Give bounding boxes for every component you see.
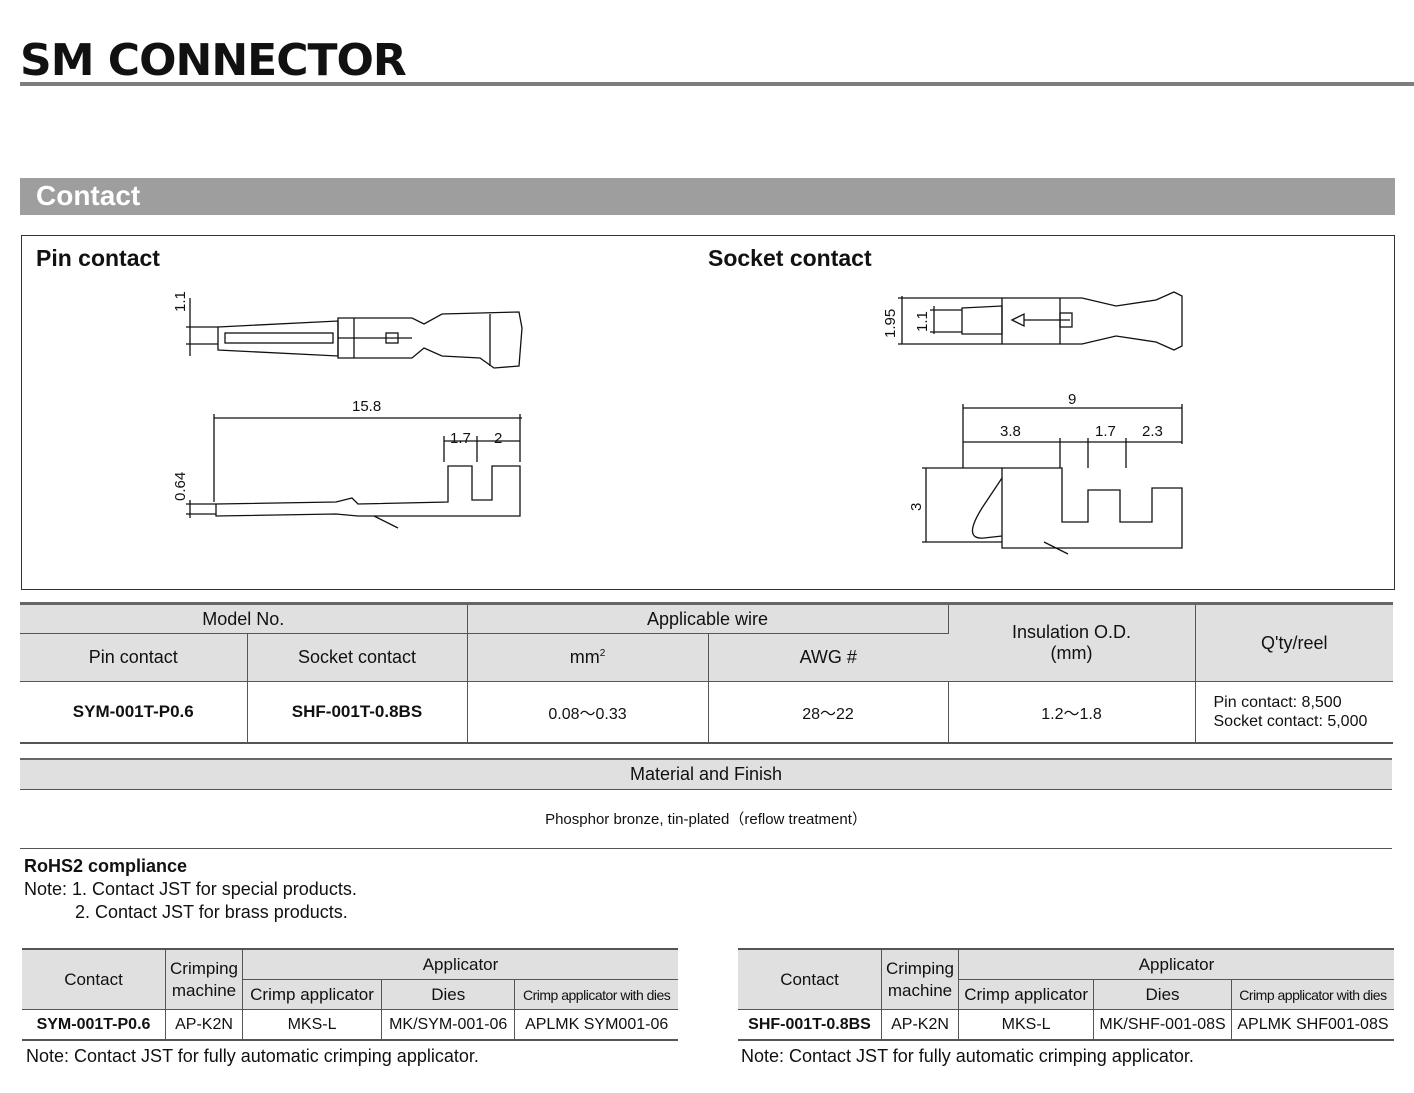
note-1: Note: 1. Contact JST for special product… bbox=[24, 879, 357, 899]
crimping-label: Crimping bbox=[886, 958, 955, 978]
dies-header: Dies bbox=[1093, 979, 1232, 1010]
contact-cell: SHF-001T-0.8BS bbox=[738, 1009, 882, 1041]
material-rule bbox=[20, 848, 1392, 849]
applicator-table-pin: Contact Crimping machine Applicator Crim… bbox=[22, 948, 678, 1041]
applicable-wire-header: Applicable wire bbox=[467, 602, 949, 634]
material-heading: Material and Finish bbox=[20, 758, 1392, 790]
qty-reel-header: Q'ty/reel bbox=[1195, 602, 1393, 682]
awg-cell: 28～22 bbox=[708, 681, 949, 744]
mm2-label: mm bbox=[569, 647, 600, 667]
crimping-machine-header: Crimping machine bbox=[881, 948, 960, 1010]
table-row: SHF-001T-0.8BS AP-K2N MKS-L MK/SHF-001-0… bbox=[738, 1009, 1394, 1041]
awg-header: AWG # bbox=[708, 633, 948, 682]
table-row: SYM-001T-P0.6 SHF-001T-0.8BS 0.08～0.33 2… bbox=[20, 681, 1393, 744]
pin-contact-header: Pin contact bbox=[20, 633, 248, 682]
socket-model-cell: SHF-001T-0.8BS bbox=[247, 681, 468, 744]
section-header: Contact bbox=[20, 178, 1395, 215]
drawing-panel: Pin contact Socket contact bbox=[21, 235, 1395, 590]
insulation-header: Insulation O.D. (mm) bbox=[948, 602, 1196, 682]
contact-header: Contact bbox=[738, 948, 882, 1010]
qty-pin: Pin contact: 8,500 bbox=[1213, 694, 1342, 711]
crimping-label: Crimping bbox=[170, 958, 239, 978]
note-2: 2. Contact JST for brass products. bbox=[75, 902, 348, 922]
material-text: Phosphor bronze, tin-plated（reflow treat… bbox=[545, 811, 867, 828]
applicator-header: Applicator bbox=[242, 948, 678, 980]
mm2-superscript: 2 bbox=[599, 648, 606, 659]
socket-dim-2: 1.1 bbox=[914, 311, 931, 332]
pin-contact-dimensions: 1.1 15.8 1.7 2 0.64 bbox=[172, 291, 502, 501]
insulation-unit: (mm) bbox=[1050, 643, 1093, 663]
dies-header: Dies bbox=[381, 979, 516, 1010]
insulation-label: Insulation O.D. bbox=[1011, 622, 1132, 642]
with-dies-cell: APLMK SYM001-06 bbox=[514, 1009, 678, 1041]
pin-dim-1: 1.1 bbox=[172, 291, 189, 312]
socket-contact-drawing bbox=[898, 291, 1183, 555]
machine-cell: AP-K2N bbox=[165, 1009, 244, 1041]
socket-contact-header: Socket contact bbox=[247, 633, 468, 682]
notes: RoHS2 compliance Note: 1. Contact JST fo… bbox=[24, 855, 357, 924]
socket-dim-3: 9 bbox=[1068, 391, 1076, 408]
applicator-cell: MKS-L bbox=[958, 1009, 1095, 1041]
socket-contact-dimensions: 1.95 1.1 9 3.8 1.7 2.3 3 bbox=[882, 309, 1163, 511]
insulation-cell: 1.2～1.8 bbox=[948, 681, 1196, 744]
rohs-compliance: RoHS2 compliance bbox=[24, 856, 188, 876]
contact-cell: SYM-001T-P0.6 bbox=[22, 1009, 166, 1041]
contact-header: Contact bbox=[22, 948, 166, 1010]
socket-contact-label: Socket contact bbox=[708, 245, 872, 271]
crimp-applicator-header: Crimp applicator bbox=[242, 979, 383, 1010]
applicator-with-dies-header: Crimp applicator with dies bbox=[1231, 979, 1394, 1010]
mm2-header: mm2 bbox=[467, 633, 709, 682]
with-dies-cell: APLMK SHF001-08S bbox=[1231, 1009, 1394, 1041]
crimping-machine-header: Crimping machine bbox=[165, 948, 244, 1010]
socket-dim-7: 3 bbox=[908, 503, 925, 511]
table-row: SYM-001T-P0.6 AP-K2N MKS-L MK/SYM-001-06… bbox=[22, 1009, 678, 1041]
socket-dim-4: 3.8 bbox=[1000, 423, 1021, 440]
crimp-applicator-header: Crimp applicator bbox=[958, 979, 1095, 1010]
dies-cell: MK/SYM-001-06 bbox=[381, 1009, 516, 1041]
contact-drawings: 1.1 15.8 1.7 2 0.64 bbox=[172, 291, 1183, 555]
applicator-table-socket: Contact Crimping machine Applicator Crim… bbox=[738, 948, 1394, 1041]
mm2-cell: 0.08～0.33 bbox=[467, 681, 709, 744]
pin-contact-drawing bbox=[186, 298, 523, 529]
pin-contact-label: Pin contact bbox=[36, 245, 160, 271]
dies-cell: MK/SHF-001-08S bbox=[1093, 1009, 1232, 1041]
spec-table: Model No. Applicable wire Insulation O.D… bbox=[20, 602, 1393, 744]
socket-dim-6: 2.3 bbox=[1142, 423, 1163, 440]
applicator-cell: MKS-L bbox=[242, 1009, 383, 1041]
machine-label: machine bbox=[887, 980, 953, 1000]
socket-dim-1: 1.95 bbox=[882, 309, 899, 338]
socket-dim-5: 1.7 bbox=[1095, 423, 1116, 440]
title-rule bbox=[20, 82, 1414, 86]
qty-socket: Socket contact: 5,000 bbox=[1213, 713, 1368, 730]
model-no-header: Model No. bbox=[20, 602, 468, 634]
machine-cell: AP-K2N bbox=[881, 1009, 960, 1041]
applicator-note-right: Note: Contact JST for fully automatic cr… bbox=[741, 1046, 1194, 1066]
machine-label: machine bbox=[171, 980, 237, 1000]
applicator-note-left: Note: Contact JST for fully automatic cr… bbox=[26, 1046, 479, 1066]
qty-reel-cell: Pin contact: 8,500 Socket contact: 5,000 bbox=[1195, 681, 1393, 744]
section-title: Contact bbox=[36, 180, 141, 211]
pin-dim-5: 0.64 bbox=[172, 472, 189, 501]
pin-dim-4: 2 bbox=[494, 430, 502, 447]
pin-model-cell: SYM-001T-P0.6 bbox=[20, 681, 248, 744]
applicator-header: Applicator bbox=[958, 948, 1394, 980]
applicator-with-dies-header: Crimp applicator with dies bbox=[514, 979, 678, 1010]
pin-dim-3: 1.7 bbox=[450, 430, 471, 447]
pin-dim-2: 15.8 bbox=[352, 398, 381, 415]
page-title: SM CONNECTOR bbox=[20, 35, 407, 86]
